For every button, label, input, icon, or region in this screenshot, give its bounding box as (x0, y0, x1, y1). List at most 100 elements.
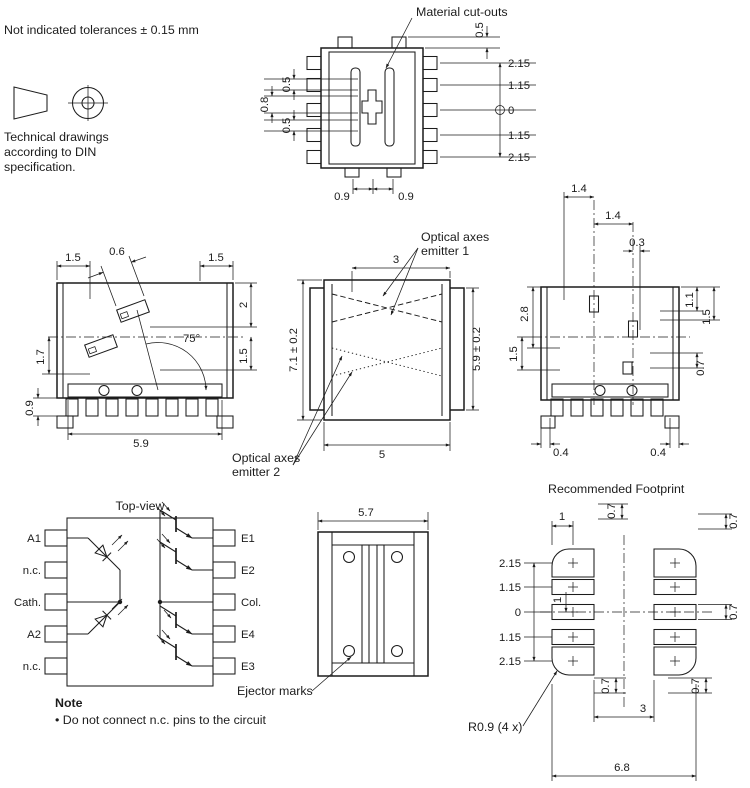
footprint-pads (551, 548, 697, 676)
projection-symbol-cone (13, 86, 48, 120)
fp-row-4: 1.15 (499, 632, 521, 644)
led-symbol-2 (94, 610, 112, 628)
internal-transistor-circuit (156, 501, 213, 667)
dim-right-second: 1.5 (701, 309, 713, 325)
footprint-right-dims: 0.7 (698, 604, 740, 620)
row-dim-5: 2.15 (508, 152, 530, 164)
dim-left-mid: 1.7 (35, 349, 47, 365)
pin-label-e2: E2 (241, 565, 255, 577)
note-title: Note (55, 696, 83, 710)
dim-top-left: 1.5 (65, 252, 81, 264)
row-dim-1: 2.15 (508, 58, 530, 70)
fp-row-3: 0 (515, 607, 521, 619)
package-bottom-view: 5.7 Ejector marks (237, 507, 429, 698)
top-view-row-dims: 2.15 1.15 0 1.15 2.15 (440, 58, 536, 164)
footprint-pad-center-marks (568, 558, 680, 666)
dim-cut-mid: 0.8 (259, 97, 271, 113)
axes2-label-line1: Optical axes (232, 451, 300, 465)
fp-dim-top-right: 0.7 (728, 513, 740, 529)
dim-top-third: 0.3 (629, 237, 645, 249)
fp-dim-top-center: 0.7 (606, 503, 618, 519)
dim-cut-bot: 0.5 (281, 118, 293, 134)
dim-right-lower: 1.5 (238, 348, 250, 364)
ejector-marks-label: Ejector marks (237, 684, 313, 698)
top-view-bottom-dims: 0.9 0.9 (334, 179, 414, 203)
dim-top-mid: 0.6 (109, 246, 125, 258)
footprint-top-dims: 1 0.7 0.7 (551, 503, 740, 545)
dim-top-second: 1.4 (605, 210, 621, 222)
footprint-view: Recommended Footprint 2.15 1.15 0 (468, 482, 740, 781)
pin-label-e1: E1 (241, 533, 255, 545)
bottom-view-dims: 5.7 (317, 507, 429, 530)
back-view-dims: 1.4 1.4 0.3 2.8 1.5 1.1 1.5 0.7 0.4 (508, 183, 720, 459)
dim-bottom: 5 (379, 449, 385, 461)
footprint-radius-callout: R0.9 (4 x) (468, 670, 558, 734)
dim-bottom-left: 0.4 (553, 447, 569, 459)
optical-axes-labels: Optical axes emitter 1 Optical axes emit… (232, 230, 489, 479)
header-notes: Not indicated tolerances ± 0.15 mm Techn… (4, 23, 199, 174)
row-dim-3: 0 (508, 105, 514, 117)
pin-label-a1: A1 (27, 533, 41, 545)
back-view-pins (540, 398, 680, 429)
dim-right-upper: 2 (238, 302, 250, 308)
fp-row-5: 2.15 (499, 656, 521, 668)
axes2-label-line2: emitter 2 (232, 465, 280, 479)
din-note-line3: specification. (4, 160, 76, 174)
dim-left-upper: 2.8 (519, 306, 531, 322)
dim-right-first: 1.1 (684, 292, 696, 308)
package-front-view: 75° 1.5 0.6 1.5 2 1.5 1.7 (24, 246, 257, 450)
footprint-row-dims: 2.15 1.15 0 1.15 2.15 (499, 558, 552, 668)
fp-dim-inner-one: 1 (552, 597, 564, 603)
material-cutouts-label: Material cut-outs (416, 5, 508, 19)
projection-symbol-circle (68, 85, 108, 121)
pinout-right-pins (212, 529, 236, 675)
package-side-view: 3 7.1 ± 0.2 5.9 ± 0.2 5 Optical axes emi… (232, 230, 489, 479)
pin-label-nc1: n.c. (23, 565, 41, 577)
pinout-diagram: Top-view A1 n.c. Cath. A2 n.c. E1 E2 Col… (14, 499, 267, 727)
axes1-label-line1: Optical axes (421, 230, 489, 244)
emitter-chip-2 (84, 334, 118, 358)
dim-height-left: 7.1 ± 0.2 (288, 328, 300, 372)
fp-dim-gap: 3 (640, 703, 646, 715)
note-text: • Do not connect n.c. pins to the circui… (55, 713, 267, 727)
pin-label-col: Col. (241, 597, 261, 609)
front-view-dims: 1.5 0.6 1.5 2 1.5 1.7 0.9 5.9 (24, 246, 257, 450)
tolerance-note: Not indicated tolerances ± 0.15 mm (4, 23, 199, 37)
fp-radius-label: R0.9 (4 x) (468, 720, 522, 734)
fp-dim-bottom-center: 0.7 (600, 678, 612, 694)
pin-label-cath: Cath. (14, 597, 41, 609)
pin-label-e3: E3 (241, 661, 255, 673)
dim-width: 5.9 (133, 438, 149, 450)
footprint-title: Recommended Footprint (548, 482, 685, 496)
dim-bot-left: 0.9 (334, 191, 350, 203)
fp-dim-total: 6.8 (614, 762, 630, 774)
fp-dim-right-mid: 0.7 (728, 604, 740, 620)
package-top-view: Material cut-outs 0.5 0.8 0.5 0.5 2.15 (259, 5, 536, 203)
footprint-inner-dim: 1 (552, 592, 568, 613)
dim-tab: 0.5 (474, 22, 486, 38)
dim-right-third: 0.7 (695, 360, 707, 376)
dim-left-lower: 1.5 (508, 346, 520, 362)
pin-label-nc2: n.c. (23, 661, 41, 673)
row-dim-4: 1.15 (508, 130, 530, 142)
angle-label: 75° (183, 333, 200, 345)
led-symbol-1 (94, 544, 112, 562)
dim-left-bottom: 0.9 (24, 400, 36, 416)
din-note-line1: Technical drawings (4, 130, 109, 144)
dim-bottom-width: 5.7 (358, 507, 374, 519)
dim-cut-top: 0.5 (281, 77, 293, 93)
fp-dim-pad-one: 1 (559, 511, 565, 523)
fp-row-1: 2.15 (499, 558, 521, 570)
din-note-line2: according to DIN (4, 145, 96, 159)
dim-top-first: 1.4 (571, 183, 587, 195)
material-cutouts-shapes (350, 67, 395, 147)
front-view-pins (56, 398, 234, 429)
side-view-dims: 3 7.1 ± 0.2 5.9 ± 0.2 5 (288, 254, 483, 461)
footprint-bottom-dims: 0.7 0.7 3 6.8 (551, 677, 712, 781)
left-castellations (306, 55, 322, 165)
dim-height-right: 5.9 ± 0.2 (471, 327, 483, 371)
pin-label-e4: E4 (241, 629, 255, 641)
axes1-label-line2: emitter 1 (421, 244, 469, 258)
emitter-chip-1 (116, 299, 150, 323)
